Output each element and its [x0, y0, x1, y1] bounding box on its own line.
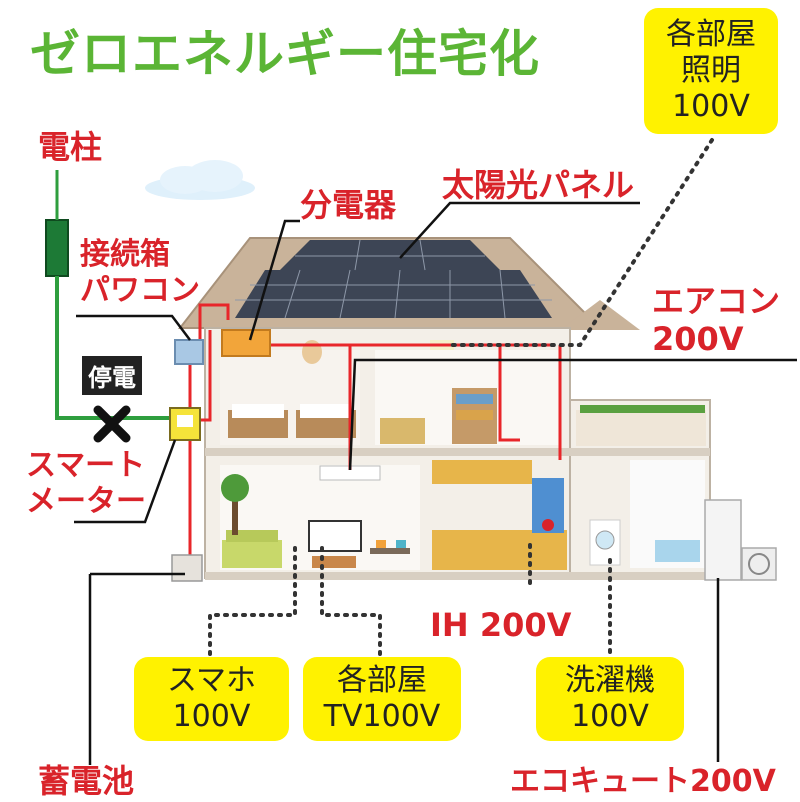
solar-panel-icon	[235, 239, 552, 319]
smartphone-line1: スマホ	[166, 663, 257, 698]
dotted-leader-lines	[208, 138, 714, 662]
smartphone-callout: スマホ 100V	[134, 657, 289, 741]
washing-machine-line1: 洗濯機	[565, 663, 655, 698]
power-outage-badge: 停電	[82, 356, 142, 395]
ecocute-label: エコキュート200V	[510, 764, 776, 799]
room-lighting-line1: 各部屋	[666, 17, 756, 52]
washing-machine-line2: 100V	[571, 699, 649, 734]
smart-meter-icon	[169, 407, 201, 441]
air-conditioner-label-line1: エアコン	[652, 282, 781, 320]
room-tv-line2: TV100V	[323, 699, 441, 734]
junction-box-icon	[174, 339, 204, 365]
utility-pole-icon	[45, 170, 69, 277]
utility-pole-label: 電柱	[38, 128, 103, 166]
grid-wire	[55, 276, 175, 420]
room-lighting-callout: 各部屋 照明 100V	[644, 8, 778, 134]
leader-lines	[74, 201, 797, 765]
smart-meter-label-line1: スマート	[26, 448, 146, 483]
washing-machine-callout: 洗濯機 100V	[536, 657, 684, 741]
smartphone-line2: 100V	[172, 699, 251, 734]
air-conditioner-label-line2: 200V	[652, 320, 744, 358]
junction-box-label-line1: 接続箱	[80, 237, 170, 272]
storage-battery-label: 蓄電池	[38, 762, 135, 800]
room-lighting-line2: 照明	[681, 53, 741, 88]
room-lighting-line3: 100V	[672, 89, 750, 124]
air-conditioner-label: エアコン 200V	[652, 282, 780, 358]
cloud-icon	[145, 160, 255, 200]
solar-panel-label: 太陽光パネル	[442, 166, 635, 204]
distribution-board-label: 分電器	[300, 186, 397, 224]
ecocute-unit-icon	[704, 499, 777, 581]
junction-box-label-line2: パワコン	[80, 273, 200, 308]
page-title: ゼロエネルギー住宅化	[30, 25, 540, 83]
ih-label: IH 200V	[430, 606, 572, 644]
distribution-board-icon	[221, 329, 271, 357]
smart-meter-label: スマート メーター	[26, 448, 146, 520]
storage-battery-icon	[171, 554, 203, 582]
junction-box-label: 接続箱 パワコン	[80, 237, 200, 309]
outage-x-icon	[93, 405, 131, 443]
room-tv-line1: 各部屋	[337, 663, 427, 698]
room-tv-callout: 各部屋 TV100V	[303, 657, 461, 741]
smart-meter-label-line2: メーター	[26, 484, 146, 519]
